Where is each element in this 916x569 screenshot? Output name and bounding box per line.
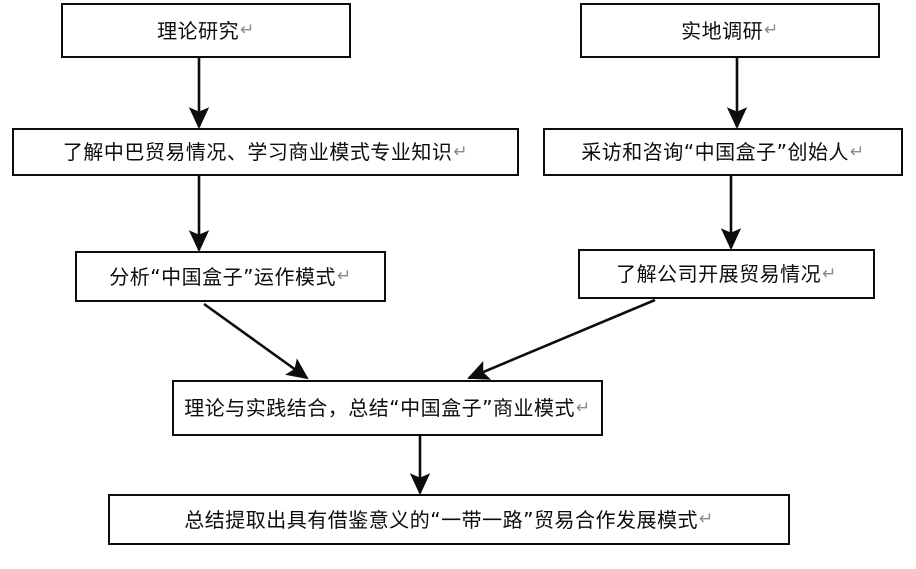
flowchart-node-combine-theory-practice[interactable]: 理论与实践结合，总结“中国盒子”商业模式↵ — [172, 380, 603, 436]
flowchart-node-learn-trade-and-business-model[interactable]: 了解中巴贸易情况、学习商业模式专业知识↵ — [12, 128, 519, 176]
paragraph-return-icon: ↵ — [849, 141, 865, 162]
flowchart-node-field-survey[interactable]: 实地调研↵ — [580, 3, 880, 58]
flowchart-node-label: 分析“中国盒子”运作模式 — [109, 264, 336, 289]
paragraph-return-icon: ↵ — [822, 263, 837, 284]
paragraph-return-icon: ↵ — [240, 20, 255, 41]
flowchart-node-label: 理论与实践结合，总结“中国盒子”商业模式 — [184, 396, 575, 420]
flowchart-node-label: 了解公司开展贸易情况 — [616, 262, 822, 286]
flowchart-node-label: 总结提取出具有借鉴意义的“一带一路”贸易合作发展模式 — [184, 507, 698, 532]
flowchart-node-interview-founder[interactable]: 采访和咨询“中国盒子”创始人↵ — [543, 128, 903, 176]
flowchart-node-theory-research[interactable]: 理论研究↵ — [61, 3, 351, 58]
flowchart-node-label: 采访和咨询“中国盒子”创始人 — [581, 140, 849, 164]
paragraph-return-icon: ↵ — [453, 141, 469, 162]
paragraph-return-icon: ↵ — [575, 397, 591, 418]
paragraph-return-icon: ↵ — [698, 509, 714, 530]
paragraph-return-icon: ↵ — [764, 20, 779, 41]
flowchart-arrow-edge-analyze-to-combine — [203, 302, 309, 380]
flowchart-node-label: 了解中巴贸易情况、学习商业模式专业知识 — [62, 140, 453, 164]
flowchart-arrow-edge-understand-to-combine — [467, 298, 656, 380]
flowchart-node-label: 实地调研 — [681, 18, 764, 43]
flowchart-node-summarize-belt-and-road-model[interactable]: 总结提取出具有借鉴意义的“一带一路”贸易合作发展模式↵ — [108, 494, 790, 545]
flowchart-node-label: 理论研究 — [157, 18, 240, 43]
paragraph-return-icon: ↵ — [336, 266, 352, 287]
flowchart-node-analyze-operating-model[interactable]: 分析“中国盒子”运作模式↵ — [75, 251, 386, 302]
flowchart-node-understand-company-trade[interactable]: 了解公司开展贸易情况↵ — [578, 249, 875, 299]
